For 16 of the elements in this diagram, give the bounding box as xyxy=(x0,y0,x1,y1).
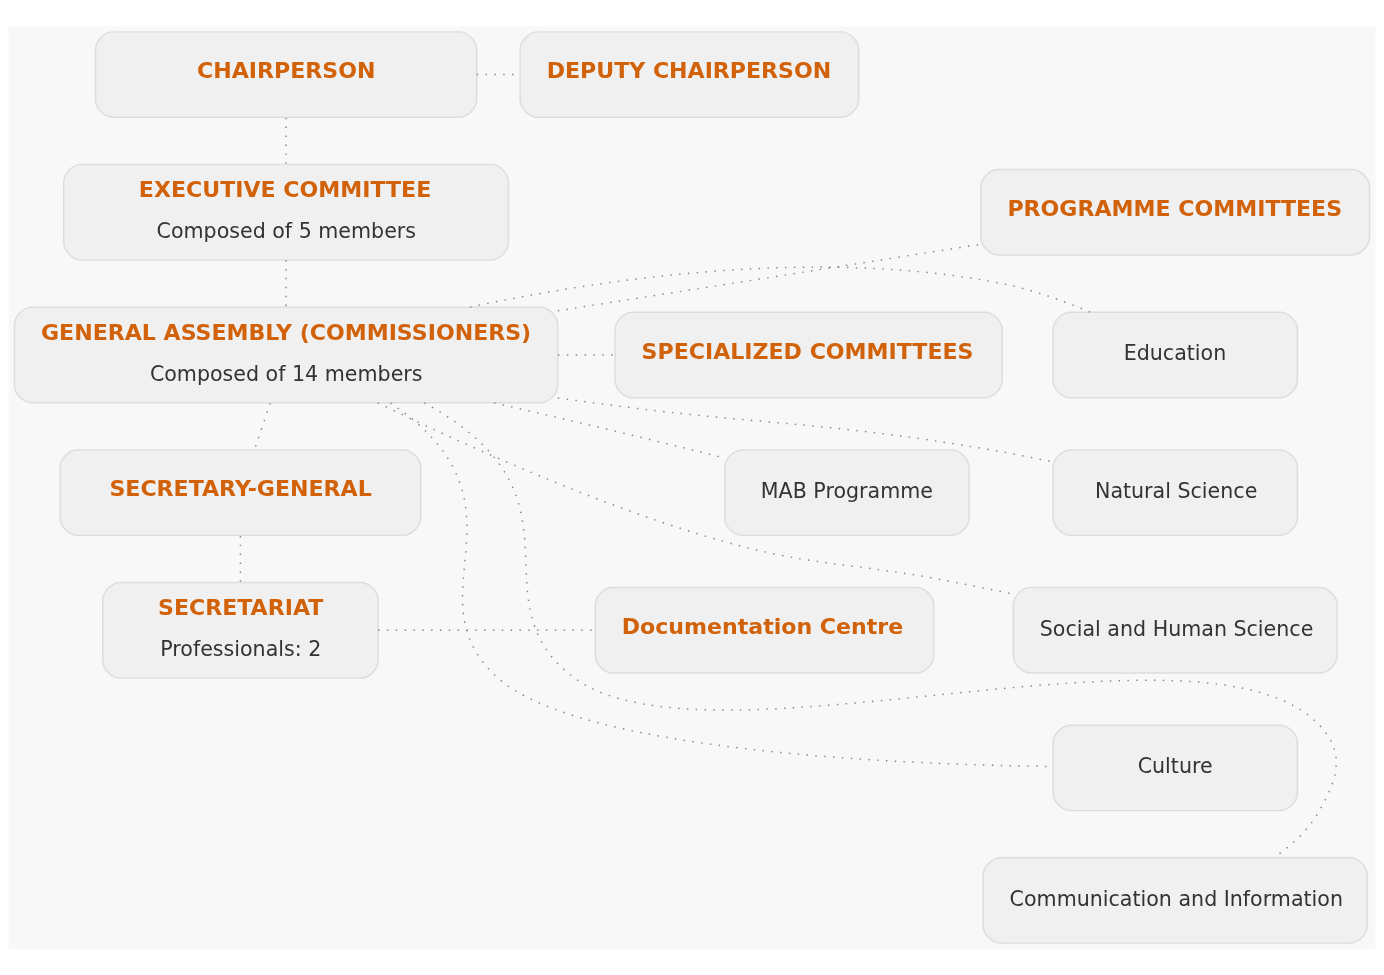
node-box: Documentation Centre xyxy=(594,586,935,674)
connector xyxy=(469,266,1091,313)
node-box: CHAIRPERSON xyxy=(94,31,478,118)
node-box: GENERAL ASSEMBLY (COMMISSIONERS) Composed of 14 members xyxy=(13,306,559,404)
node-box: MAB Programme xyxy=(724,449,970,537)
node-box: DEPUTY CHAIRPERSON xyxy=(519,31,860,118)
node-box: SECRETARIAT Professionals: 2 xyxy=(102,581,379,679)
node-box: Communication and Information xyxy=(982,857,1369,944)
node-box: Natural Science xyxy=(1052,449,1299,537)
node-box: PROGRAMME COMMITTEES xyxy=(980,168,1371,256)
node-box: Social and Human Science xyxy=(1012,586,1338,674)
node-box: EXECUTIVE COMMITTEE Composed of 5 members xyxy=(63,163,510,261)
node-box: SECRETARY-GENERAL xyxy=(59,449,422,537)
node-box: Education xyxy=(1052,311,1299,399)
node-box: Culture xyxy=(1052,724,1299,812)
node-box: SPECIALIZED COMMITTEES xyxy=(614,311,1003,399)
